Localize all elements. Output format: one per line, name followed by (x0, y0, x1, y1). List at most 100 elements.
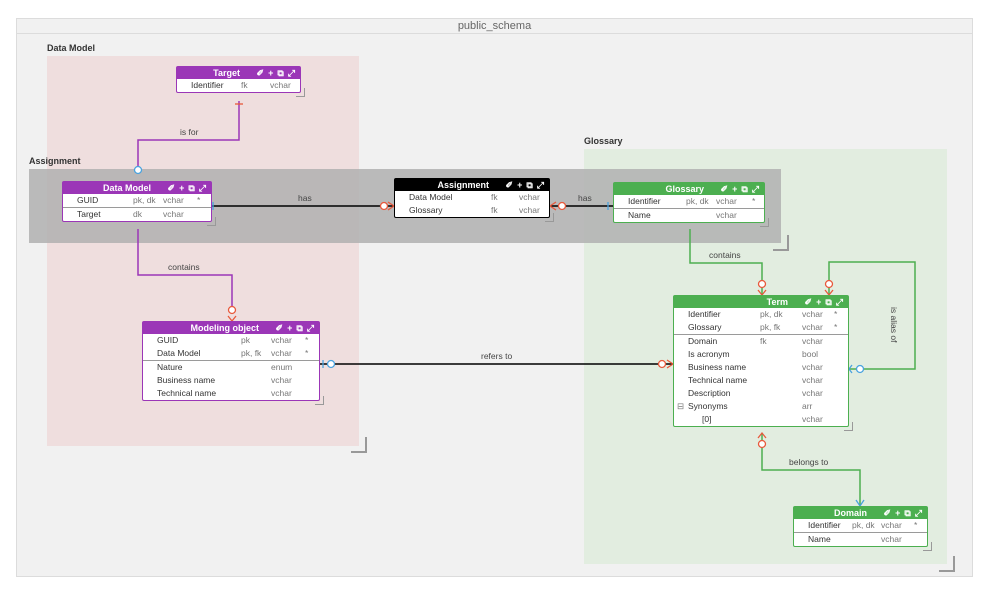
pin-icon[interactable]: ✐ (883, 508, 893, 518)
expand-icon[interactable]: ⤢ (751, 184, 760, 194)
attribute-type: vchar (802, 336, 823, 346)
entity-resize-handle[interactable] (545, 213, 554, 222)
rel-label-is-for[interactable]: is for (180, 127, 199, 137)
attribute-name: Name (628, 210, 651, 220)
plus-icon[interactable]: + (895, 508, 902, 518)
plus-icon[interactable]: + (816, 297, 823, 307)
rel-label-refers-to[interactable]: refers to (481, 351, 513, 361)
pin-icon[interactable]: ✐ (167, 183, 177, 193)
pin-icon[interactable]: ✐ (275, 323, 285, 333)
attribute-name: Glossary (409, 205, 443, 215)
rel-label-has-2[interactable]: has (578, 193, 592, 203)
pin-icon[interactable]: ✐ (256, 68, 266, 78)
entity-title: Modeling object (190, 323, 260, 333)
pin-icon[interactable]: ✐ (804, 297, 814, 307)
attribute-keys: pk, dk (852, 520, 875, 530)
pin-icon[interactable]: ✐ (720, 184, 730, 194)
entity-header[interactable]: Data Model✐+⧉⤢ (63, 182, 211, 194)
expand-icon[interactable]: ⤢ (287, 68, 296, 78)
attribute-required: * (834, 322, 838, 332)
expand-icon[interactable]: ⤢ (536, 180, 545, 190)
entity-toolbar: ✐+⧉⤢ (254, 67, 296, 79)
plus-icon[interactable]: + (732, 184, 739, 194)
collapse-icon[interactable]: ⊟ (677, 401, 685, 411)
open-icon[interactable]: ⧉ (296, 323, 304, 333)
rel-label-contains-1[interactable]: contains (168, 262, 200, 272)
entity-attribute-row[interactable]: [0]vchar (674, 413, 848, 426)
area-data-model-resize-handle[interactable] (351, 437, 367, 453)
entity-resize-handle[interactable] (760, 218, 769, 227)
open-icon[interactable]: ⧉ (741, 184, 749, 194)
entity-header[interactable]: Target✐+⧉⤢ (177, 67, 300, 79)
area-glossary-resize-handle[interactable] (939, 556, 955, 572)
entity-resize-handle[interactable] (844, 422, 853, 431)
plus-icon[interactable]: + (179, 183, 186, 193)
open-icon[interactable]: ⧉ (188, 183, 196, 193)
entity-header[interactable]: Modeling object ✐+⧉⤢ (143, 322, 319, 334)
expand-icon[interactable]: ⤢ (914, 508, 923, 518)
area-glossary-label: Glossary (584, 136, 623, 146)
entity-header[interactable]: Assignment✐+⧉⤢ (395, 179, 549, 191)
rel-label-has-1[interactable]: has (298, 193, 312, 203)
entity-header[interactable]: Glossary✐+⧉⤢ (614, 183, 764, 195)
rel-label-contains-2[interactable]: contains (709, 250, 741, 260)
open-icon[interactable]: ⧉ (904, 508, 912, 518)
attribute-type: vchar (163, 209, 184, 219)
entity-resize-handle[interactable] (315, 396, 324, 405)
entity-resize-handle[interactable] (207, 217, 216, 226)
entity-header[interactable]: Term✐+⧉⤢ (674, 296, 848, 308)
entity-header[interactable]: Domain✐+⧉⤢ (794, 507, 927, 519)
attribute-type: vchar (270, 80, 291, 90)
expand-icon[interactable]: ⤢ (835, 297, 844, 307)
expand-icon[interactable]: ⤢ (198, 183, 207, 193)
open-icon[interactable]: ⧉ (277, 68, 285, 78)
plus-icon[interactable]: + (517, 180, 524, 190)
attribute-type: vchar (881, 520, 902, 530)
plus-icon[interactable]: + (287, 323, 294, 333)
pin-icon[interactable]: ✐ (505, 180, 515, 190)
entity-resize-handle[interactable] (923, 542, 932, 551)
rel-label-belongs-to[interactable]: belongs to (789, 457, 829, 467)
entity-resize-handle[interactable] (296, 88, 305, 97)
rel-label-is-alias-of[interactable]: is alias of (889, 307, 899, 343)
attribute-type: arr (802, 401, 813, 411)
area-assignment-resize-handle[interactable] (773, 235, 789, 251)
plus-icon[interactable]: + (268, 68, 275, 78)
entity-toolbar: ✐+⧉⤢ (881, 507, 923, 519)
entity-toolbar: ✐+⧉⤢ (503, 179, 545, 191)
open-icon[interactable]: ⧉ (825, 297, 833, 307)
expand-icon[interactable]: ⤢ (306, 323, 315, 333)
open-icon[interactable]: ⧉ (526, 180, 534, 190)
attribute-name: Nature (157, 362, 183, 372)
